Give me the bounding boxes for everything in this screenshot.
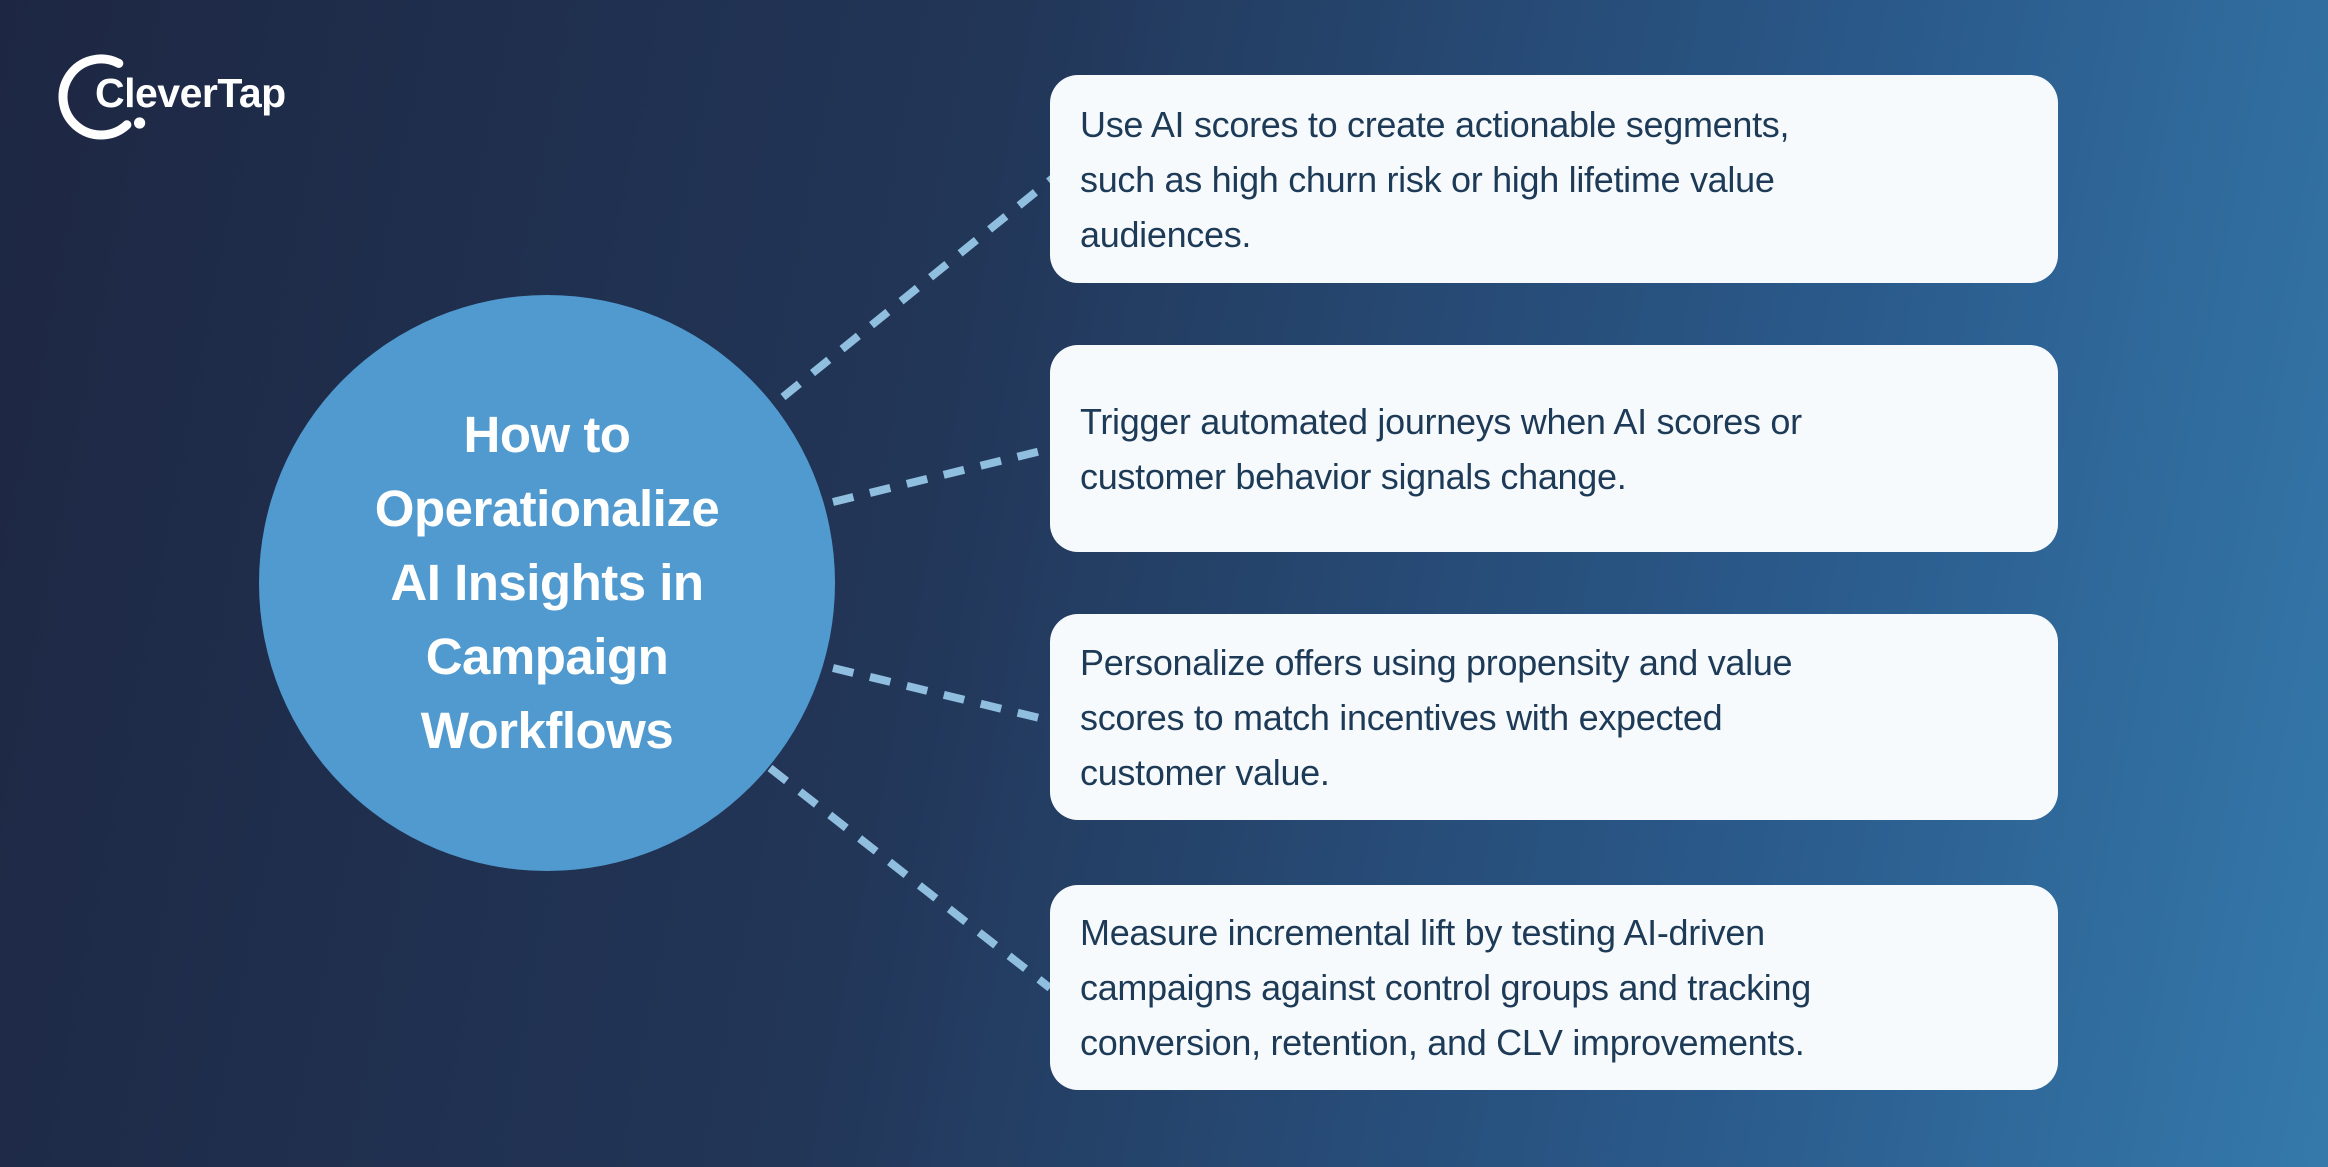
connector-line-2 [832, 444, 1054, 506]
clevertap-logo-text: CleverTap [95, 70, 286, 116]
insight-card-1-text: Use AI scores to create actionable segme… [1080, 103, 1790, 255]
clevertap-arc-icon [58, 54, 146, 140]
connector-line-4 [767, 764, 1053, 992]
insight-card-4-text: Measure incremental lift by testing AI-d… [1080, 912, 1811, 1063]
insight-card-1: Use AI scores to create actionable segme… [1050, 75, 2058, 283]
connector-line-1 [780, 174, 1056, 401]
infographic-title: How to Operationalize AI Insights in Cam… [374, 406, 720, 759]
insight-card-3-text: Personalize offers using propensity and … [1080, 641, 1793, 793]
connector-line-3 [832, 664, 1057, 726]
central-topic-circle: How to Operationalize AI Insights in Cam… [259, 295, 835, 871]
insight-card-2-text: Trigger automated journeys when AI score… [1080, 400, 1802, 497]
insight-card-4: Measure incremental lift by testing AI-d… [1050, 885, 2058, 1090]
insight-card-2: Trigger automated journeys when AI score… [1050, 345, 2058, 552]
insight-card-3: Personalize offers using propensity and … [1050, 614, 2058, 820]
clevertap-logo: CleverTap [58, 48, 378, 158]
